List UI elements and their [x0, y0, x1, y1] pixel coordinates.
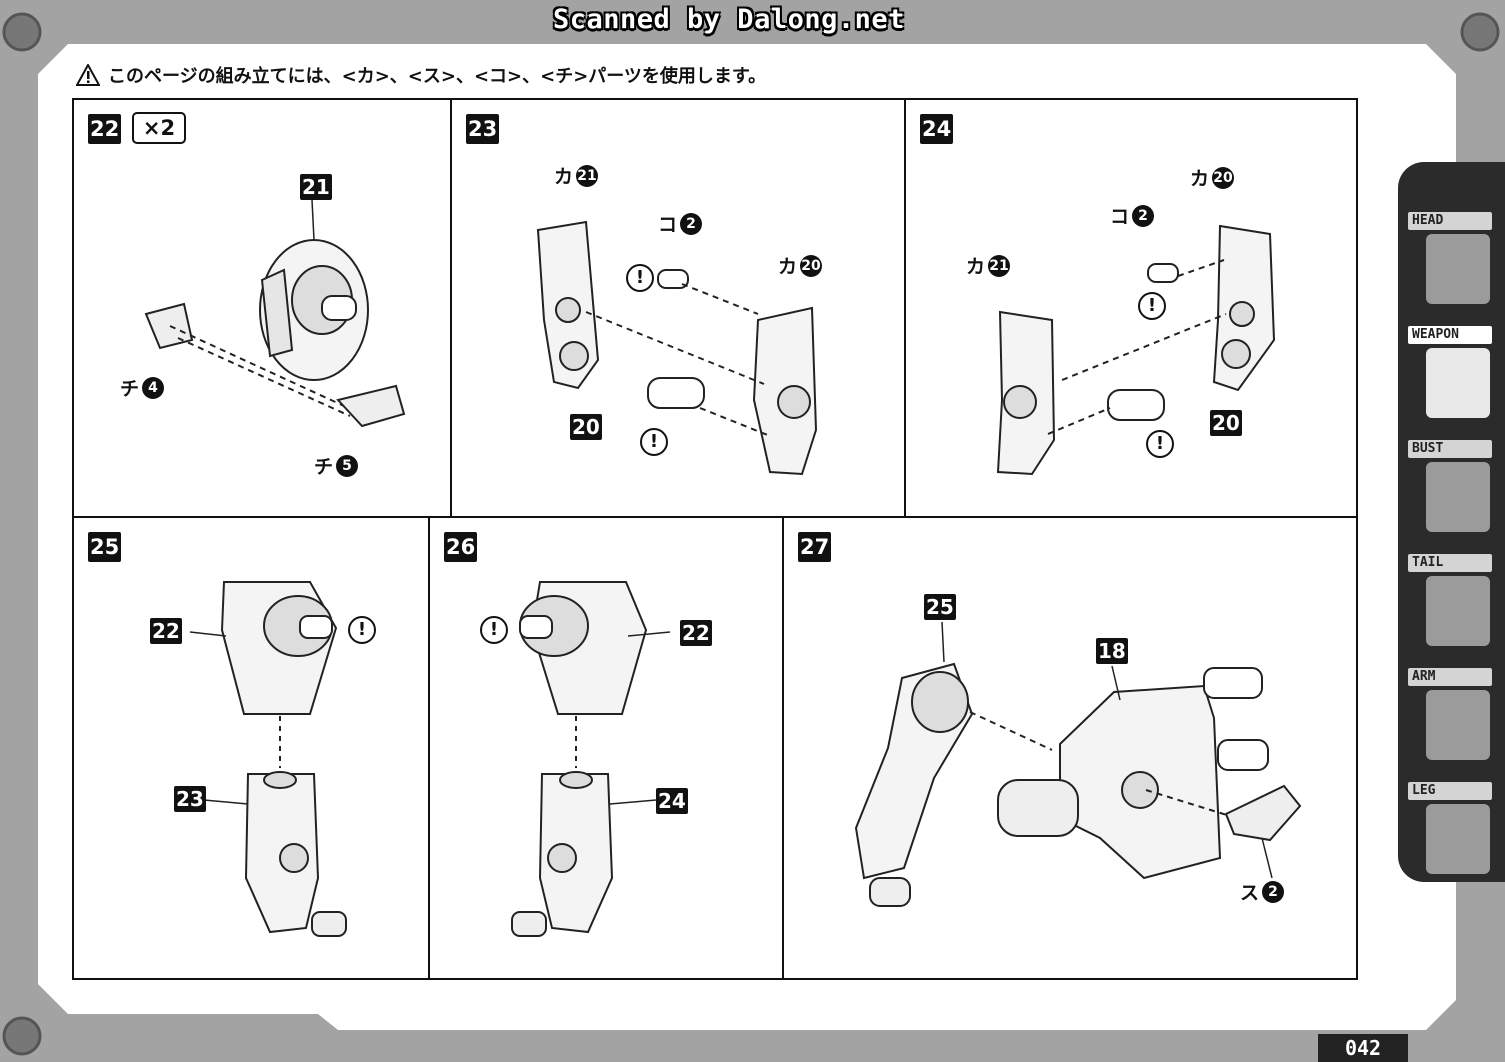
head-icon [1426, 234, 1490, 304]
part-ref-20: 20 [1210, 410, 1242, 436]
step-26-panel: 26 ! 22 24 [428, 516, 784, 980]
nav-label: WEAPON [1408, 326, 1492, 344]
nav-label: HEAD [1408, 212, 1492, 230]
nav-item-weapon[interactable]: WEAPON [1408, 326, 1494, 422]
leg-icon [1426, 804, 1490, 874]
step-23-illustration [536, 220, 818, 476]
caution-mark: ! [640, 428, 668, 456]
step-25-panel: 25 22 ! 23 [72, 516, 430, 980]
page-number: 042 [1344, 1036, 1382, 1060]
tail-icon [1426, 576, 1490, 646]
part-ref-23: 23 [174, 786, 206, 812]
bust-icon [1426, 462, 1490, 532]
caution-mark: ! [1138, 292, 1166, 320]
part-ref-20: 20 [570, 414, 602, 440]
nav-item-arm[interactable]: ARM [1408, 668, 1494, 764]
nav-item-leg[interactable]: LEG [1408, 782, 1494, 878]
step-number: 23 [466, 114, 500, 144]
part-ref-22: 22 [150, 618, 182, 644]
scan-banner: Scanned by Dalong.net [553, 4, 905, 35]
caution-mark: ! [480, 616, 508, 644]
step-number: 22 [88, 114, 122, 144]
step-number: 25 [88, 532, 122, 562]
step-number: 24 [920, 114, 954, 144]
weapon-icon [1426, 348, 1490, 418]
step-24-illustration [996, 224, 1276, 476]
notice-text: このページの組み立てには、<カ>、<ス>、<コ>、<チ>パーツを使用します。 [108, 66, 767, 87]
step-27-illustration [854, 621, 1302, 907]
parts-notice: このページの組み立てには、<カ>、<ス>、<コ>、<チ>パーツを使用します。 [76, 60, 766, 90]
arm-icon [1426, 690, 1490, 760]
nav-label: LEG [1408, 782, 1492, 800]
caution-icon [76, 64, 100, 86]
nav-item-bust[interactable]: BUST [1408, 440, 1494, 536]
nav-label: BUST [1408, 440, 1492, 458]
step-22-illustration [144, 199, 406, 428]
quantity-badge: ×2 [132, 112, 186, 144]
part-ref-22: 22 [680, 620, 712, 646]
section-nav: HEAD WEAPON BUST TAIL ARM LEG [1398, 162, 1505, 882]
nav-label: ARM [1408, 668, 1492, 686]
nav-label: TAIL [1408, 554, 1492, 572]
nav-item-head[interactable]: HEAD [1408, 212, 1494, 308]
step-number: 27 [798, 532, 832, 562]
caution-mark: ! [348, 616, 376, 644]
step-25-illustration [189, 581, 347, 937]
caution-mark: ! [626, 264, 654, 292]
part-ref-25: 25 [924, 594, 956, 620]
part-ref-21: 21 [300, 174, 332, 200]
part-ref-24: 24 [656, 788, 688, 814]
caution-mark: ! [1146, 430, 1174, 458]
nav-item-tail[interactable]: TAIL [1408, 554, 1494, 650]
part-ref-18: 18 [1096, 638, 1128, 664]
step-26-illustration [511, 581, 671, 937]
step-number: 26 [444, 532, 478, 562]
